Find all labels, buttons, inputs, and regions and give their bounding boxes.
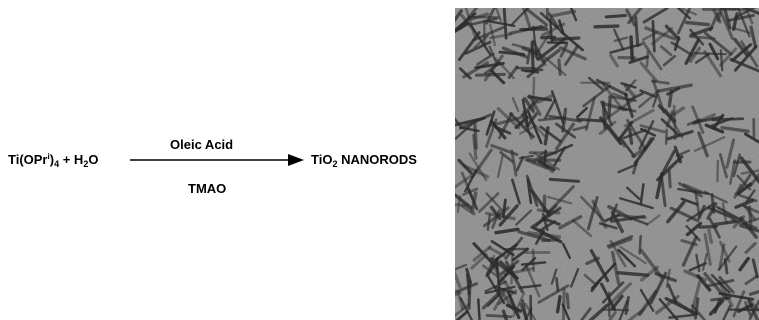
nanorod	[687, 23, 709, 25]
nanorod	[669, 171, 670, 187]
nanorod	[669, 91, 671, 105]
nanorod	[559, 60, 560, 74]
reagent-above-label: Oleic Acid	[170, 138, 233, 151]
nanorod	[533, 78, 534, 110]
nanorod	[700, 227, 716, 228]
nanorod	[609, 98, 610, 117]
reactants-text: Ti(OPri)4 + H2O	[8, 153, 98, 169]
nanorod	[709, 230, 711, 242]
nanorod	[653, 21, 655, 51]
nanorod	[526, 70, 543, 71]
product-label: TiO2 NANORODS	[311, 153, 417, 169]
nanorod	[557, 278, 558, 290]
nanorod	[543, 240, 559, 241]
water-label: H2O	[74, 152, 99, 167]
nanorod	[717, 161, 718, 181]
nanorod	[550, 179, 578, 181]
nanorod	[487, 315, 511, 316]
nanorod	[750, 207, 752, 229]
nanorod	[567, 294, 568, 308]
reagent-below-label: TMAO	[188, 182, 226, 195]
nanorod	[636, 18, 638, 46]
nanorod	[563, 289, 564, 320]
nanorod	[478, 300, 479, 320]
titanium-isopropoxide-label: Ti(OPri)4	[8, 152, 59, 167]
nanorod	[694, 53, 726, 54]
nanorod	[553, 38, 579, 40]
nanorod	[532, 43, 533, 70]
nanorod	[666, 130, 667, 144]
nanorod	[630, 130, 632, 143]
nanorod	[647, 52, 648, 66]
nanorod	[595, 26, 618, 27]
nanorod	[606, 16, 625, 17]
nanorod	[674, 106, 675, 139]
reaction-arrow	[130, 153, 304, 167]
plus-sign: +	[59, 152, 74, 167]
nanorod	[475, 121, 476, 148]
nanorod	[725, 259, 727, 273]
tem-micrograph	[455, 8, 759, 320]
